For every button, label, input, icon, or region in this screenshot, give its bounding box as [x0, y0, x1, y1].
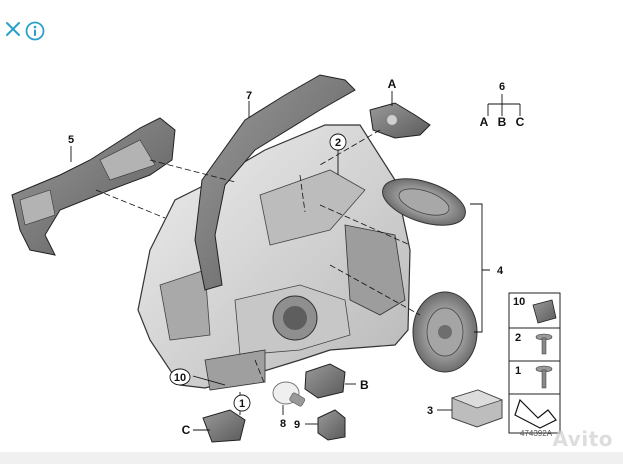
connector-part-b [304, 363, 346, 399]
info-button[interactable] [24, 20, 46, 42]
bracket-part-5 [11, 117, 176, 256]
callout-a: A [388, 77, 397, 91]
option-a: A [480, 115, 489, 129]
callout-1: 1 [239, 398, 245, 410]
callout-8: 8 [280, 418, 286, 430]
seal-strip-part-7 [194, 74, 356, 291]
close-button[interactable] [4, 20, 22, 38]
bulb-part-8 [272, 381, 306, 407]
socket-part-9 [317, 409, 346, 441]
close-icon [6, 22, 20, 36]
footer-bar [0, 452, 623, 464]
connector-part-c [202, 409, 246, 443]
callout-4: 4 [497, 265, 504, 277]
callout-5: 5 [68, 134, 74, 146]
callout-3: 3 [427, 405, 433, 417]
option-c: C [516, 115, 525, 129]
callouts: 5 7 2 A 6 A B C 4 10 1 B 8 9 C 3 [68, 77, 525, 437]
cover-caps-part-4 [382, 178, 478, 373]
callout-b: B [360, 378, 369, 392]
top-bar [0, 0, 623, 44]
adjuster-part-a [369, 102, 431, 139]
headlight-housing [137, 124, 411, 391]
box-part-3 [450, 389, 504, 428]
drawing-code: 474392A [520, 429, 553, 438]
option-b: B [498, 115, 507, 129]
callout-10: 10 [174, 372, 186, 384]
dashed-guides [95, 129, 421, 386]
legend-10: 10 [513, 296, 525, 308]
watermark: Avito [552, 427, 613, 451]
callout-c: C [182, 423, 191, 437]
callout-6: 6 [499, 81, 505, 93]
callout-2: 2 [335, 137, 341, 149]
legend-2: 2 [515, 332, 521, 344]
leader-lines [70, 91, 521, 431]
callout-7: 7 [246, 90, 252, 102]
legend-1: 1 [515, 365, 521, 377]
info-icon [25, 21, 45, 41]
fastener-legend: 10 2 1 [508, 292, 561, 434]
callout-9: 9 [294, 419, 300, 431]
parts-diagram: 5 7 2 A 6 A B C 4 10 1 B 8 9 C 3 10 2 1 … [11, 74, 561, 443]
